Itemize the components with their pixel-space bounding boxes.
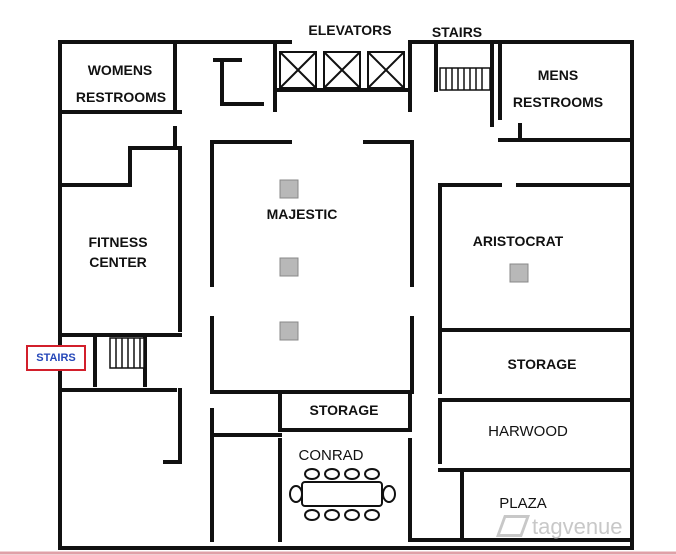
- harwood-wall: [438, 398, 634, 472]
- chair: [304, 509, 320, 521]
- chair: [382, 485, 396, 503]
- stairs-top-wall: [434, 40, 494, 112]
- column-marker: [279, 257, 299, 277]
- storage-right-wall: [438, 328, 634, 402]
- majestic-label: MAJESTIC: [266, 206, 338, 222]
- chair: [324, 468, 340, 480]
- womens-label-line1: WOMENS: [87, 62, 153, 78]
- elevators-label: ELEVATORS: [308, 22, 392, 38]
- stair-treads-left: [109, 337, 145, 369]
- mens-label-line2: RESTROOMS: [512, 94, 604, 110]
- column-marker: [509, 263, 529, 283]
- storage-right-label: STORAGE: [507, 356, 577, 372]
- fitness-label-line1: FITNESS: [88, 234, 148, 250]
- conference-table: [289, 468, 396, 521]
- plaza-wall: [410, 468, 634, 542]
- lower-left-wall: [163, 388, 214, 542]
- elevator-wall: [273, 40, 412, 112]
- harwood-label: HARWOOD: [488, 423, 568, 440]
- watermark-text: tagvenue: [532, 514, 623, 539]
- womens-stall-wall: [213, 58, 264, 106]
- womens-label-line2: RESTROOMS: [75, 89, 167, 105]
- conrad-label: CONRAD: [298, 447, 364, 464]
- aristocrat-wall: [438, 183, 634, 332]
- aristocrat-label: ARISTOCRAT: [472, 233, 564, 249]
- chair: [344, 509, 360, 521]
- tagvenue-logo-icon: [495, 515, 531, 537]
- chair: [364, 468, 380, 480]
- elevator-cars: [279, 51, 405, 89]
- storage-center-wall: [278, 390, 412, 432]
- chair: [304, 468, 320, 480]
- womens-wall: [58, 40, 182, 150]
- mens-wall: [490, 40, 634, 142]
- mens-label-line1: MENS: [537, 67, 579, 83]
- conrad-wall: [210, 433, 412, 542]
- watermark: tagvenue: [495, 514, 623, 540]
- storage-center-label: STORAGE: [309, 402, 379, 418]
- column-marker: [279, 321, 299, 341]
- columns: [279, 179, 529, 341]
- stairs-top-label: STAIRS: [431, 24, 483, 40]
- stairs-left-wall: [58, 333, 177, 392]
- majestic-wall: [210, 140, 414, 394]
- fitness-wall: [58, 146, 182, 337]
- chair: [364, 509, 380, 521]
- stair-treads-top: [439, 67, 491, 91]
- chair: [324, 509, 340, 521]
- fitness-label-line2: CENTER: [89, 254, 147, 270]
- chair: [344, 468, 360, 480]
- chair: [289, 485, 303, 503]
- plaza-label: PLAZA: [499, 495, 547, 512]
- column-marker: [279, 179, 299, 199]
- stairs-highlight-label: STAIRS: [26, 345, 86, 371]
